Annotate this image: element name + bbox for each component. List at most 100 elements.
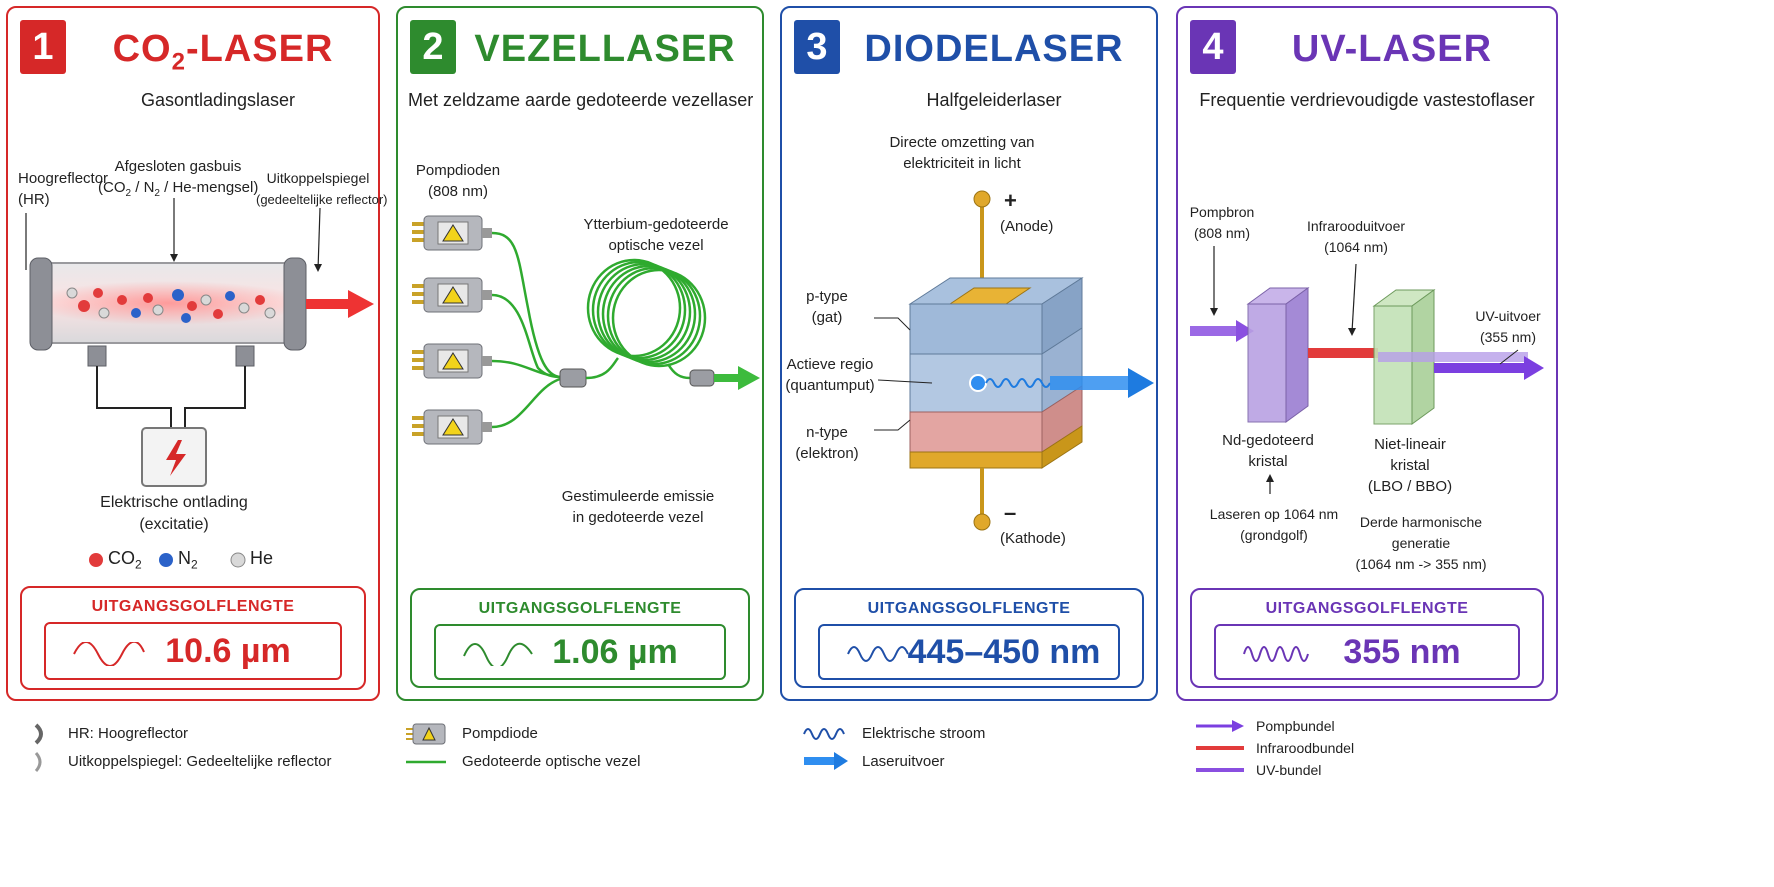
panel-co2-laser: 1 CO2-LASER Gasontladingslaser [6,6,388,701]
label-line: (CO2 / N2 / He-mengsel) [98,177,258,204]
wavelength-inner: 355 nm [1214,624,1520,680]
legend-co2: CO2 [108,548,142,576]
legend-doped-fiber: Gedoteerde optische vezel [462,753,641,770]
wavelength-value: 355 nm [1343,632,1461,671]
label-line: n-type [806,424,848,441]
wire [184,366,246,428]
label-line: elektriciteit in licht [903,155,1021,172]
label-ptype: p-type (gat) [784,286,870,328]
label-plus: + [1004,188,1017,213]
text: / He-mengsel) [159,179,259,196]
label-line: p-type [806,288,848,305]
panel-number: 4 [1190,20,1236,74]
tube-glow [28,281,308,325]
text: (CO [98,179,126,196]
label-line: Laseren op 1064 nm [1209,506,1339,522]
label-emission: Gestimuleerde emissie in gedoteerde veze… [538,486,738,528]
pointer-line [1499,349,1519,365]
label-anode: (Anode) [1000,218,1054,235]
ir-beam [1308,348,1378,358]
panel-subtitle: Halfgeleiderlaser [926,90,1062,110]
label-nd: Nd-gedoteerd kristal [1208,430,1328,472]
pump-fibers [491,231,561,429]
he-dot [230,552,246,568]
arrow-icon [738,366,760,390]
pointer-line [874,317,911,331]
label-line: (gedeeltelijke reflector) [256,192,388,207]
text: 2 [154,188,160,199]
wavelength-value: 445–450 nm [907,632,1101,671]
wave-icon [985,378,1051,388]
panel-title: UV-LASER [1291,28,1493,70]
combiner [559,368,587,388]
arrow-icon [1236,320,1254,342]
wavelength-label: UITGANGSGOLFLENGTE [91,598,295,615]
wave-icon [847,646,909,662]
label-hr: Hoogreflector (HR) [18,168,108,210]
label-line: (elektron) [795,445,859,462]
nl-crystal [1373,305,1413,425]
label-tube: Afgesloten gasbuis (CO2 / N2 / He-mengse… [98,156,258,204]
panel-number: 1 [20,20,66,74]
fiber-segment [585,357,619,380]
diode-diagram [874,190,1154,531]
text: N [178,548,191,568]
label-line: generatie [1391,535,1451,551]
label-line: Ytterbium-gedoteerde [583,216,729,233]
fiber-connector [689,369,715,387]
wavelength-inner: 1.06 µm [434,624,726,680]
wavelength-inner: 10.6 µm [44,622,342,680]
fiber-segment [666,363,691,380]
gas-molecules [66,287,276,323]
label-line: Uitkoppelspiegel [266,170,370,186]
title-subscript: 2 [171,48,186,76]
nd-crystal [1247,303,1287,423]
label-lasing: Laseren op 1064 nm (grondgolf) [1194,504,1354,546]
label-line: (quantumput) [785,377,875,394]
arrowhead [1348,328,1356,336]
wavelength-value: 10.6 µm [165,631,291,670]
fiber-coil [586,258,707,368]
label-line: (LBO / BBO) [1367,478,1453,495]
wire [96,366,172,428]
wavelength-label: UITGANGSGOLFLENGTE [1265,600,1469,617]
wavelength-label: UITGANGSGOLFLENGTE [867,600,1071,617]
legend-he: He [250,548,274,568]
arrowhead [1210,308,1218,316]
arrow-icon [1128,368,1154,398]
electrode [235,345,255,367]
panel-number: 3 [794,20,840,74]
label-line: in gedoteerde vezel [572,509,704,526]
arrowhead [314,264,322,272]
text: 2 [135,557,142,572]
uv-diagram [1190,246,1544,494]
label-line: (1064 nm -> 355 nm) [1355,556,1487,572]
label-line: Directe omzetting van [889,134,1035,151]
wavelength-inner: 445–450 nm [818,624,1120,680]
title-rest: -LASER [185,28,334,70]
label-line: (gat) [811,309,843,326]
label-line: UV-uitvoer [1475,308,1541,324]
panel-number: 2 [410,20,456,74]
label-line: Pompbron [1189,204,1255,220]
pointer-line [1351,263,1357,333]
arrowhead [1266,474,1274,482]
fiber-diagram [412,215,760,445]
panel-uv-laser: 4 UV-LASER Frequentie verdrievoudigde va… [1176,6,1558,701]
label-ntype: n-type (elektron) [784,422,870,464]
n-type-layer [909,411,1043,453]
label-line: kristal [1390,457,1430,474]
panel-subtitle: Met zeldzame aarde gedoteerde vezellaser [408,90,754,110]
legend-uv-beam: UV-bundel [1256,762,1322,778]
pump-beam [1190,326,1246,336]
label-line: Infrarooduitvoer [1306,218,1406,234]
label-line: (808 nm) [1193,225,1251,241]
legend-ocm: Uitkoppelspiegel: Gedeeltelijke reflecto… [68,753,332,770]
pointer-line [877,379,933,384]
label-line: (808 nm) [427,183,489,200]
label-discharge: Elektrische ontlading (excitatie) [94,492,254,536]
label-line: Derde harmonische [1359,514,1483,530]
panel-subtitle: Frequentie verdrievoudigde vastestoflase… [1199,90,1535,110]
output-beam [1050,376,1130,390]
label-nl: Niet-lineair kristal (LBO / BBO) [1354,434,1466,497]
